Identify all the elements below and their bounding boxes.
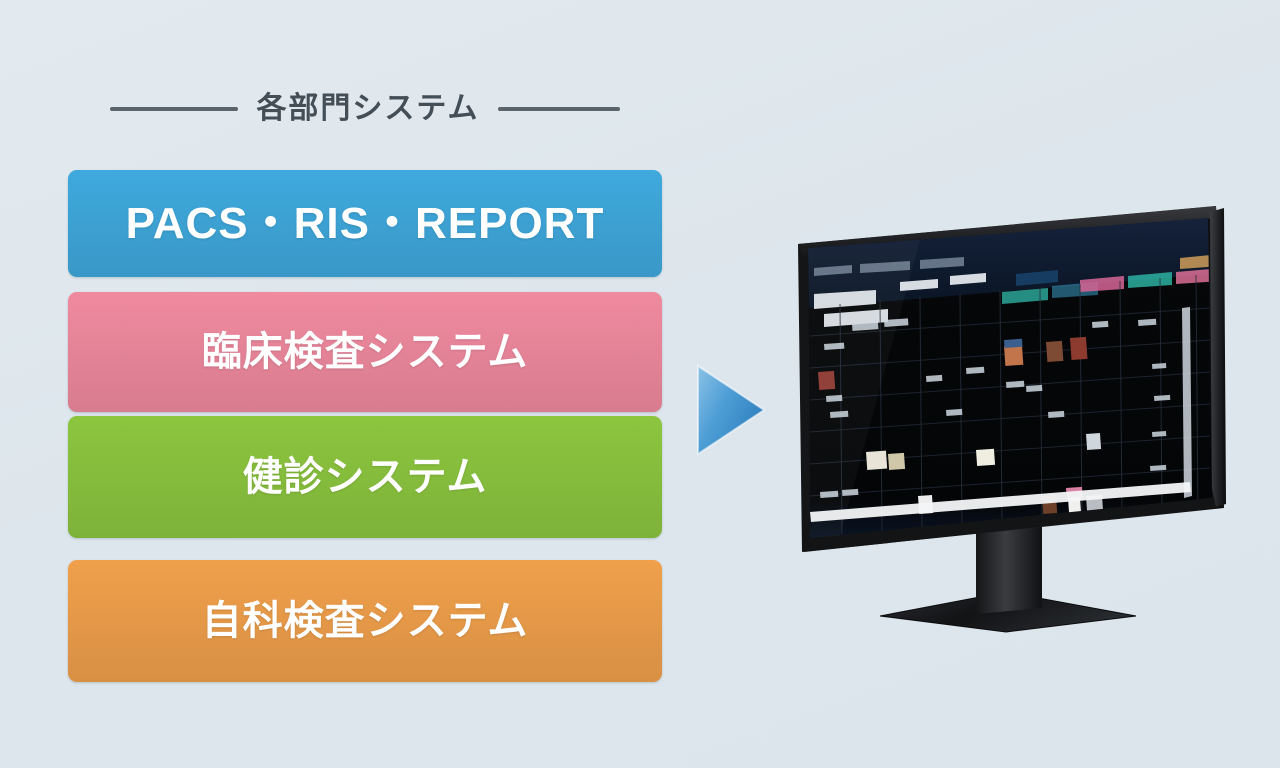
system-bar-pacs-ris-report: PACS・RIS・REPORT [68,170,662,277]
screen-scrollbar [1182,307,1192,498]
system-bar-health-checkup-system: 健診システム [68,416,662,538]
system-bar-label: 臨床検査システム [201,330,529,374]
monitor-screen [808,218,1212,538]
section-heading: 各部門システム [60,86,670,132]
system-bar-label: 自科検査システム [201,599,529,643]
monitor-illustration [780,196,1240,636]
flow-arrow-icon [696,364,768,456]
system-bar-label: 健診システム [242,455,488,499]
heading-label: 各部門システム [256,92,480,125]
monitor-stand-neck [976,520,1042,614]
system-bar-clinical-lab-system: 臨床検査システム [68,292,662,412]
heading-rule-left [110,107,239,111]
system-bar-label: PACS・RIS・REPORT [125,198,605,248]
system-bar-department-exam-system: 自科検査システム [68,560,662,682]
monitor-stand-base [879,591,1137,633]
heading-rule-right [497,107,620,111]
